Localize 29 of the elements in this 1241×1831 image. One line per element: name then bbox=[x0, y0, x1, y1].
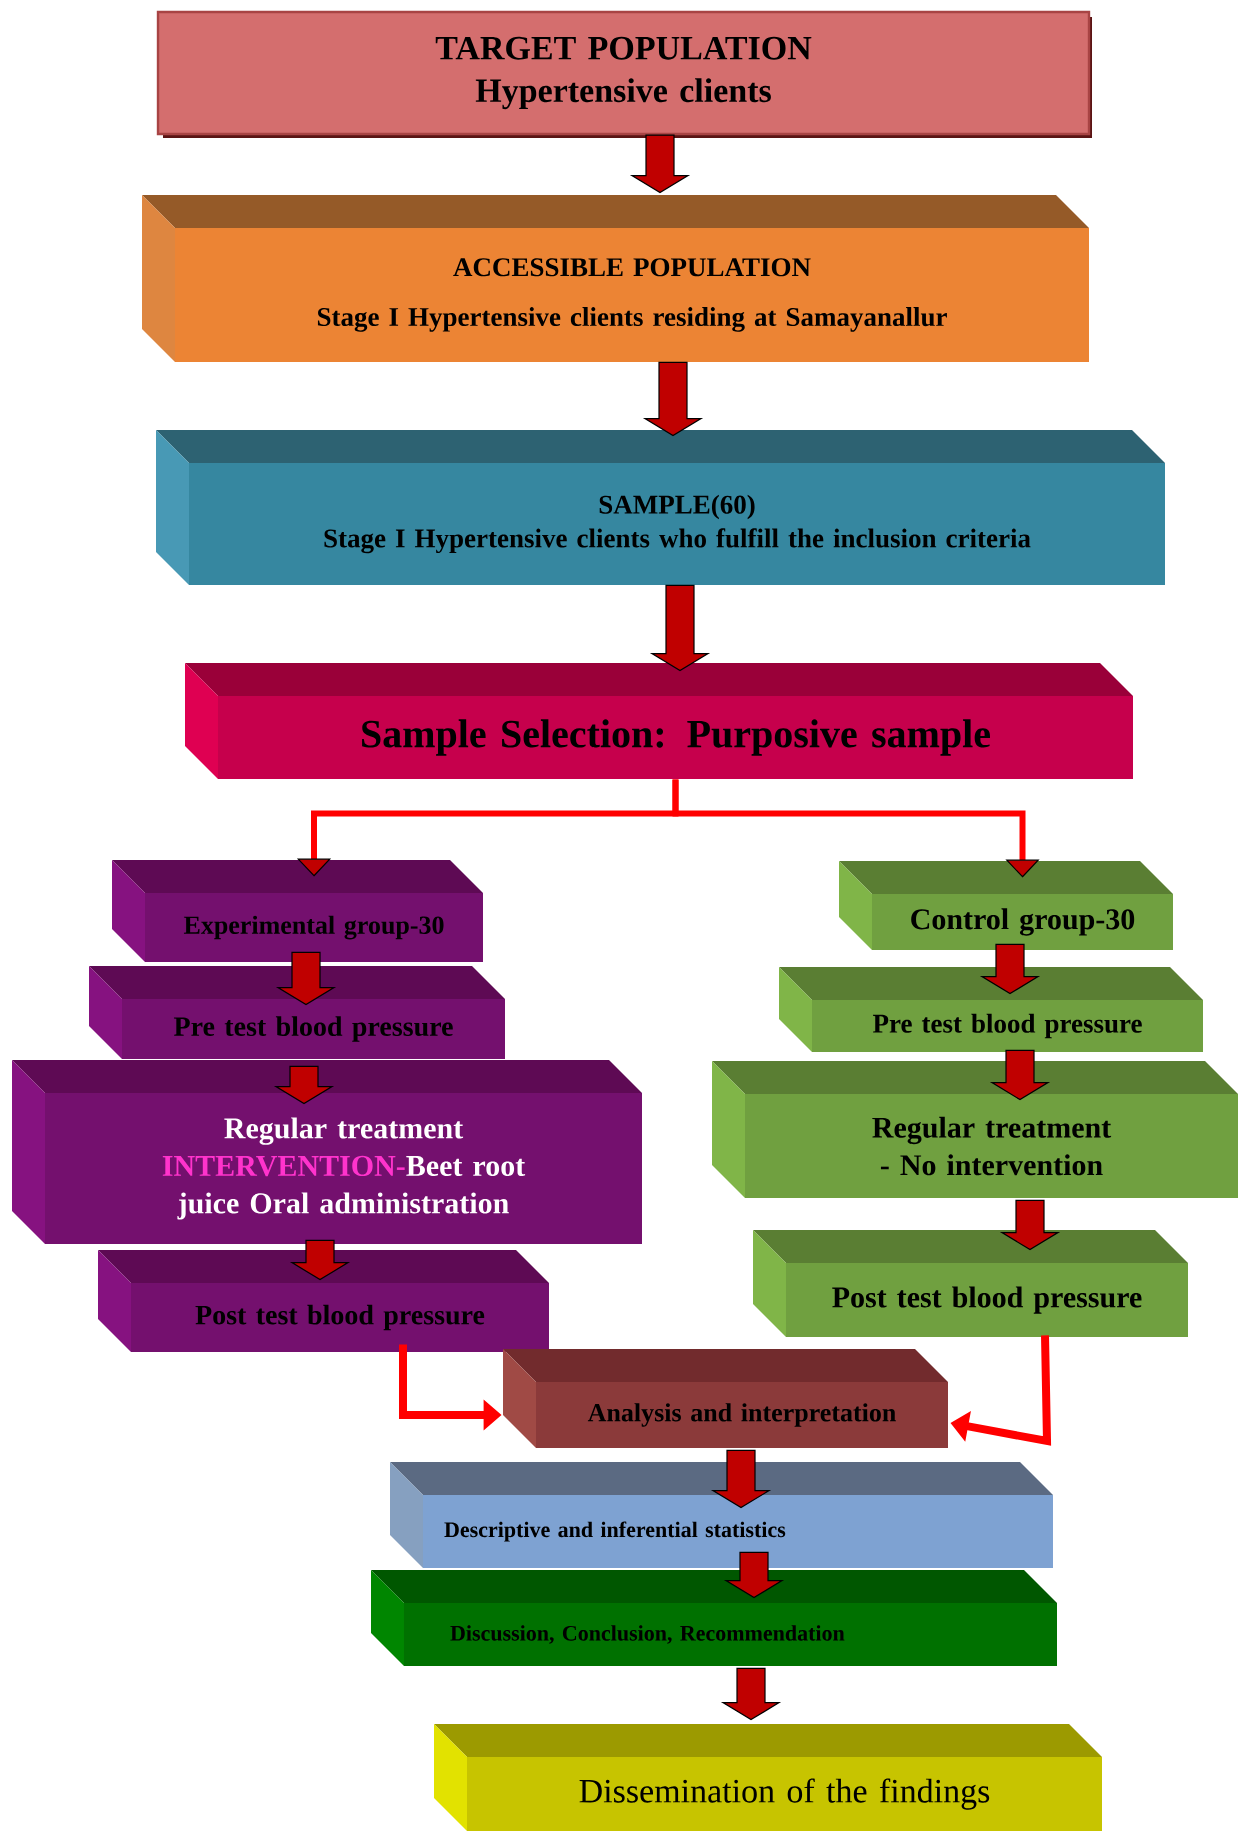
block-arrow bbox=[989, 1049, 1051, 1101]
process-box: Pre test blood pressure bbox=[89, 966, 505, 1059]
process-box: Regular treatment - No intervention bbox=[712, 1061, 1238, 1198]
connector-arrow bbox=[672, 779, 1040, 878]
process-box: SAMPLE(60) Stage I Hypertensive clients who fulfill the inclusion criteria bbox=[156, 430, 1165, 585]
process-box: Regular treatment INTERVENTION-Beet root juice Oral administration bbox=[12, 1060, 642, 1244]
block-arrow bbox=[720, 1667, 782, 1721]
process-box: Control group-30 bbox=[839, 861, 1173, 950]
block-arrow bbox=[979, 943, 1041, 995]
process-box: ACCESSIBLE POPULATION Stage I Hypertensive clients residing at Samayanallur bbox=[142, 195, 1089, 362]
block-arrow bbox=[642, 361, 704, 437]
block-arrow bbox=[273, 1065, 335, 1105]
process-box: Discussion, Conclusion, Recommendation bbox=[371, 1570, 1057, 1666]
block-arrow bbox=[275, 951, 337, 1006]
process-box: Analysis and interpretation bbox=[503, 1349, 948, 1448]
process-box: Post test blood pressure bbox=[98, 1250, 549, 1352]
process-box: TARGET POPULATION Hypertensive clients bbox=[156, 10, 1092, 138]
block-arrow bbox=[629, 134, 691, 194]
process-box: Descriptive and inferential statistics bbox=[390, 1462, 1053, 1568]
process-box: Dissemination of the findings bbox=[434, 1724, 1102, 1831]
process-box: Experimental group-30 bbox=[112, 860, 483, 962]
block-arrow bbox=[999, 1199, 1061, 1251]
block-arrow bbox=[289, 1239, 351, 1281]
process-box: Sample Selection: Purposive sample bbox=[185, 663, 1133, 779]
process-box: Post test blood pressure bbox=[753, 1230, 1188, 1337]
block-arrow bbox=[723, 1551, 785, 1599]
block-arrow bbox=[710, 1449, 772, 1509]
process-box: Pre test blood pressure bbox=[779, 967, 1203, 1052]
block-arrow bbox=[649, 584, 711, 672]
